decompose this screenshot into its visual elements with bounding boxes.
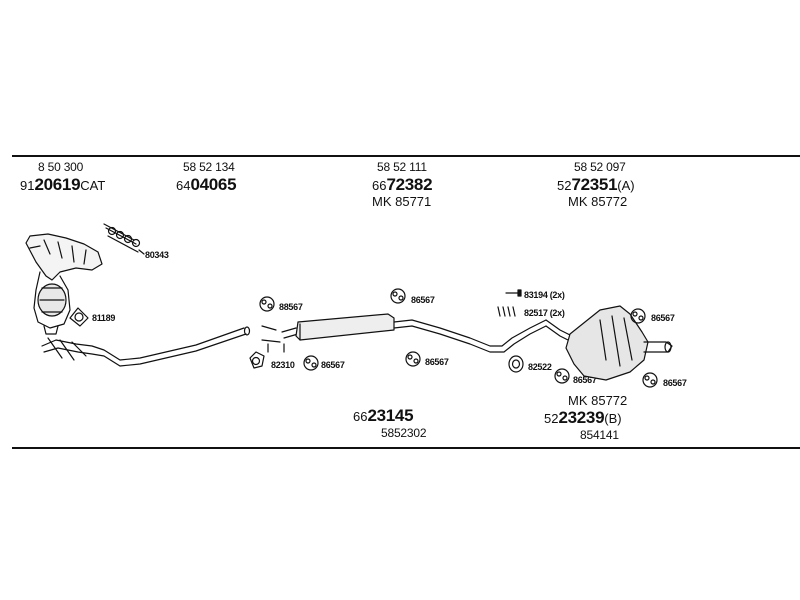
label-hanger-c: 86567: [321, 360, 345, 370]
springs-82517-icon: [497, 306, 516, 317]
part-number-2: 6404065: [176, 175, 237, 194]
pipe-clamp-82310-icon: [249, 351, 265, 369]
rubber-hanger-e-icon: [554, 368, 570, 384]
label-81189: 81189: [92, 313, 116, 323]
label-hanger-a: 88567: [279, 302, 303, 312]
sealing-ring-81189-icon: [69, 307, 89, 327]
label-82310: 82310: [271, 360, 295, 370]
rubber-hanger-c-icon: [303, 355, 319, 371]
rear-silencer-icon: [545, 305, 673, 381]
mounting-kit-3: MK 85771: [372, 194, 432, 209]
oe-number-2: 58 52 134: [183, 160, 235, 174]
rubber-hanger-b-icon: [390, 288, 406, 304]
label-82517: 82517 (2x): [524, 308, 565, 318]
label-hanger-d: 86567: [425, 357, 449, 367]
part-number-bottom-2: 5223239(B): [544, 408, 622, 427]
label-hanger-b: 86567: [411, 295, 435, 305]
label-hanger-g: 86567: [663, 378, 687, 388]
label-hanger-f: 86567: [651, 313, 675, 323]
oe-number-bottom-1: 5852302: [381, 426, 427, 440]
rubber-hanger-g-icon: [642, 372, 658, 388]
label-hanger-e: 86567: [573, 375, 597, 385]
oe-number-1: 8 50 300: [38, 160, 84, 174]
label-80343: 80343: [145, 250, 169, 260]
bolts-83194-icon: [505, 289, 522, 297]
bottom-divider: [12, 447, 800, 449]
label-83194: 83194 (2x): [524, 290, 565, 300]
mounting-kit-4: MK 85772: [568, 194, 628, 209]
sealing-ring-82522-icon: [508, 355, 524, 373]
manifold-catalytic-converter-icon: [25, 233, 103, 335]
part-number-4: 5272351(A): [557, 175, 635, 194]
mounting-kit-bottom-2: MK 85772: [568, 393, 628, 408]
pipe-bracket-icon: [261, 325, 285, 353]
rubber-hanger-d-icon: [405, 351, 421, 367]
middle-silencer-icon: [281, 313, 547, 353]
oe-number-bottom-2: 854141: [580, 428, 619, 442]
oe-number-3: 58 52 111: [377, 160, 427, 174]
part-number-1: 9120619CAT: [20, 175, 106, 194]
top-divider: [12, 155, 800, 157]
oe-number-4: 58 52 097: [574, 160, 626, 174]
label-82522: 82522: [528, 362, 552, 372]
rubber-hanger-a-icon: [259, 296, 275, 312]
part-number-3: 6672382: [372, 175, 433, 194]
front-pipe-icon: [41, 326, 251, 367]
part-number-bottom-1: 6623145: [353, 406, 414, 425]
gasket-80343-icon: [103, 223, 145, 255]
rubber-hanger-f-icon: [630, 308, 646, 324]
